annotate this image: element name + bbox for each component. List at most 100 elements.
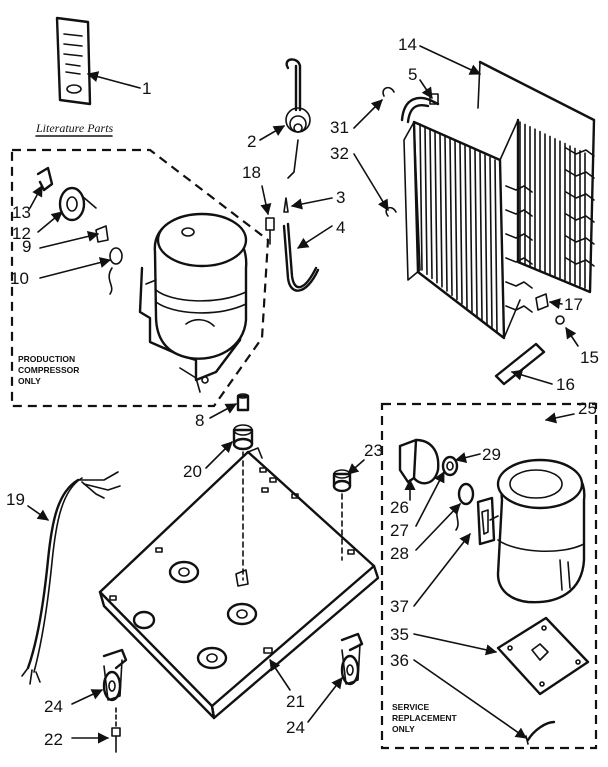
callout-label-c35: 35: [390, 625, 409, 644]
front-coil-fin: [454, 140, 458, 301]
callout-label-c37: 37: [390, 597, 409, 616]
callout-label-c29: 29: [482, 445, 501, 464]
callout-leader-c15: [565, 327, 579, 347]
callout-leader-c20: [205, 441, 233, 469]
condenser-clips: [382, 86, 397, 217]
literature-caption: Literature Parts: [35, 121, 114, 135]
shoulder-bolt: [332, 469, 352, 493]
callout-label-c31: 31: [330, 118, 349, 137]
callout-label-c3: 3: [336, 188, 345, 207]
process-tube: [282, 222, 320, 292]
callout-leader-c13: [29, 185, 43, 209]
callout-leader-c9: [39, 230, 100, 249]
mounting-clip: [525, 720, 556, 745]
mounting-screw: [265, 217, 275, 245]
filter-drier: [285, 58, 311, 179]
terminal-clip: [36, 166, 54, 192]
service-bracket: [476, 496, 496, 546]
callout-leader-c21: [269, 659, 291, 691]
callout-leader-c27: [415, 471, 445, 527]
callout-label-c16: 16: [556, 375, 575, 394]
callout-leader-c8: [209, 403, 237, 419]
callout-leader-c16: [510, 369, 553, 385]
callout-label-c1: 1: [142, 79, 151, 98]
callout-leader-c32: [353, 153, 389, 211]
wire-harness: [21, 471, 121, 685]
callout-leader-c3: [290, 197, 333, 210]
production-note-line1: PRODUCTION: [18, 354, 75, 364]
callout-label-c28: 28: [390, 544, 409, 563]
callout-leader-c37: [413, 533, 471, 607]
compressor-grommet-sleeve: [236, 393, 250, 412]
front-coil-fin: [439, 132, 443, 288]
callout-leader-c10: [39, 257, 112, 279]
front-coil-fin: [469, 147, 473, 313]
callout-label-c21: 21: [286, 692, 305, 711]
callout-leader-c2: [259, 125, 285, 141]
literature-booklet: [55, 16, 92, 106]
front-coil-fin: [424, 125, 428, 276]
callout-leader-c36: [413, 659, 527, 739]
service-replacement-box: [380, 402, 598, 750]
callout-label-c24a: 24: [44, 697, 63, 716]
callout-leader-c23: [347, 459, 365, 475]
callout-label-c17: 17: [564, 295, 583, 314]
callout-leader-c19: [27, 505, 49, 521]
callout-label-c32: 32: [330, 144, 349, 163]
callout-leader-c18: [260, 185, 272, 216]
service-overload: [441, 455, 459, 477]
callout-label-c12: 12: [12, 224, 31, 243]
production-note-line2: COMPRESSOR: [18, 365, 79, 375]
caster-screw: [111, 727, 121, 753]
front-coil-fin: [419, 123, 423, 271]
front-coil-fin: [429, 128, 433, 280]
front-coil-fin: [459, 142, 463, 305]
callout-leader-c28: [415, 503, 461, 551]
callout-label-c9: 9: [22, 237, 31, 256]
front-coil-fin: [464, 144, 468, 309]
front-coil-fin: [479, 152, 483, 322]
service-capacitor: [455, 482, 475, 531]
front-coil-fin: [489, 156, 493, 330]
condenser-assembly: [400, 60, 596, 340]
callout-leader-c4: [297, 225, 333, 249]
callout-label-c15: 15: [580, 348, 599, 367]
callout-leader-c17: [548, 298, 563, 310]
front-caster: [102, 648, 128, 702]
production-compressor: [138, 212, 248, 393]
callout-leader-c31: [353, 99, 383, 129]
callout-label-c8: 8: [195, 411, 204, 430]
callout-label-c19: 19: [6, 490, 25, 509]
front-coil-fin: [484, 154, 488, 326]
callout-label-c20: 20: [183, 462, 202, 481]
drain-tube: [494, 342, 546, 386]
start-relay: [58, 186, 97, 222]
front-coil-fin: [494, 159, 498, 334]
compressor-mount-plate: [496, 616, 590, 696]
callout-label-c24b: 24: [286, 718, 305, 737]
front-coil-fin: [449, 137, 453, 297]
callout-label-c5: 5: [408, 65, 417, 84]
callout-label-c4: 4: [336, 218, 345, 237]
callout-label-c2: 2: [247, 132, 256, 151]
front-coil-fin: [444, 135, 448, 292]
callout-label-c13: 13: [12, 203, 31, 222]
callout-leader-c35: [413, 633, 498, 656]
callout-label-c27: 27: [390, 521, 409, 540]
callout-label-c26: 26: [390, 498, 409, 517]
front-coil-fin: [474, 149, 478, 318]
callout-leader-c29: [454, 452, 481, 463]
callout-leader-c24a: [71, 689, 104, 705]
callout-label-c23: 23: [364, 441, 383, 460]
callout-leader-c1: [86, 71, 141, 89]
service-relay-clip: [398, 438, 440, 485]
front-coil-fin: [434, 130, 438, 284]
callout-leader-c24b: [307, 677, 343, 723]
production-note-line3: ONLY: [18, 376, 41, 386]
callout-label-c22: 22: [44, 730, 63, 749]
callout-label-c10: 10: [10, 269, 29, 288]
callout-leader-c14: [419, 45, 482, 75]
callout-label-c14: 14: [398, 35, 417, 54]
service-note-line2: REPLACEMENT: [392, 713, 458, 723]
